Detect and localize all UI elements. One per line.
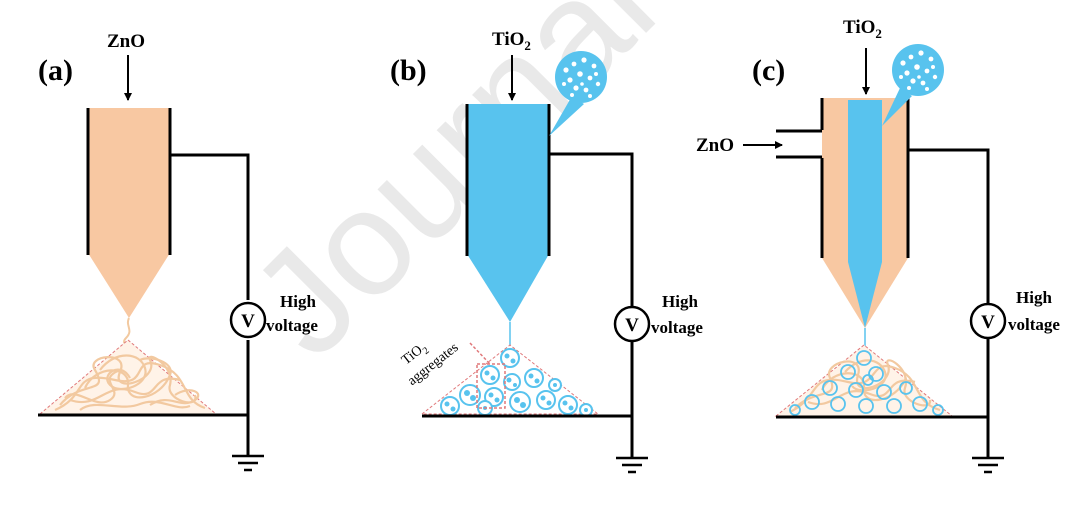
panel-b: (b) TiO2 <box>390 29 703 474</box>
panel-b-feed-label: TiO2 <box>492 29 531 53</box>
panel-a-voltmeter <box>229 301 267 339</box>
panel-a-label: (a) <box>38 54 73 87</box>
panel-c-inner-syringe <box>848 100 882 328</box>
panel-c-voltmeter-symbol: V <box>981 312 995 333</box>
panel-c-feed-side-label: ZnO <box>696 135 734 156</box>
panel-c-wire-top <box>908 148 990 303</box>
panel-c-particles <box>789 350 944 416</box>
panel-c: (c) TiO2 ZnO <box>696 17 1060 474</box>
panel-a: (a) ZnO V High voltage <box>38 31 318 472</box>
panel-c-feed-top-label: TiO2 <box>843 17 882 41</box>
panel-b-aggregate-highlight <box>476 363 506 409</box>
panel-b-ground-icon <box>616 456 648 474</box>
panel-a-voltmeter-symbol: V <box>241 311 255 332</box>
panel-b-voltmeter-symbol: V <box>625 315 639 336</box>
panel-a-ground-icon <box>232 454 264 472</box>
panel-b-syringe <box>467 104 549 322</box>
panel-c-magnifier-bubble <box>882 44 944 126</box>
panel-a-feed-label: ZnO <box>107 31 145 52</box>
panel-b-aggregate-label: TiO2 aggregates <box>399 340 461 389</box>
panel-a-hv-line1: High <box>280 292 316 311</box>
panel-c-hv-line2: voltage <box>1008 315 1060 334</box>
panel-c-hv-line1: High <box>1016 288 1052 307</box>
panel-a-fibers <box>54 354 206 412</box>
panel-b-hv-line2: voltage <box>651 318 703 337</box>
panel-b-magnifier-bubble <box>549 51 607 136</box>
panel-b-voltmeter <box>613 305 651 343</box>
panel-c-label: (c) <box>752 54 785 87</box>
panel-b-aggregate-dots <box>444 353 588 412</box>
panel-a-wire-top <box>170 153 250 300</box>
panel-c-ground-icon <box>972 456 1004 474</box>
panel-b-aggregate-pointer <box>469 342 491 365</box>
panel-c-voltmeter <box>969 302 1007 340</box>
panel-b-label: (b) <box>390 54 427 87</box>
panel-a-syringe <box>88 108 170 318</box>
panel-b-hv-line1: High <box>662 292 698 311</box>
panel-a-hv-line2: voltage <box>266 316 318 335</box>
panel-b-wire-top <box>549 152 634 306</box>
